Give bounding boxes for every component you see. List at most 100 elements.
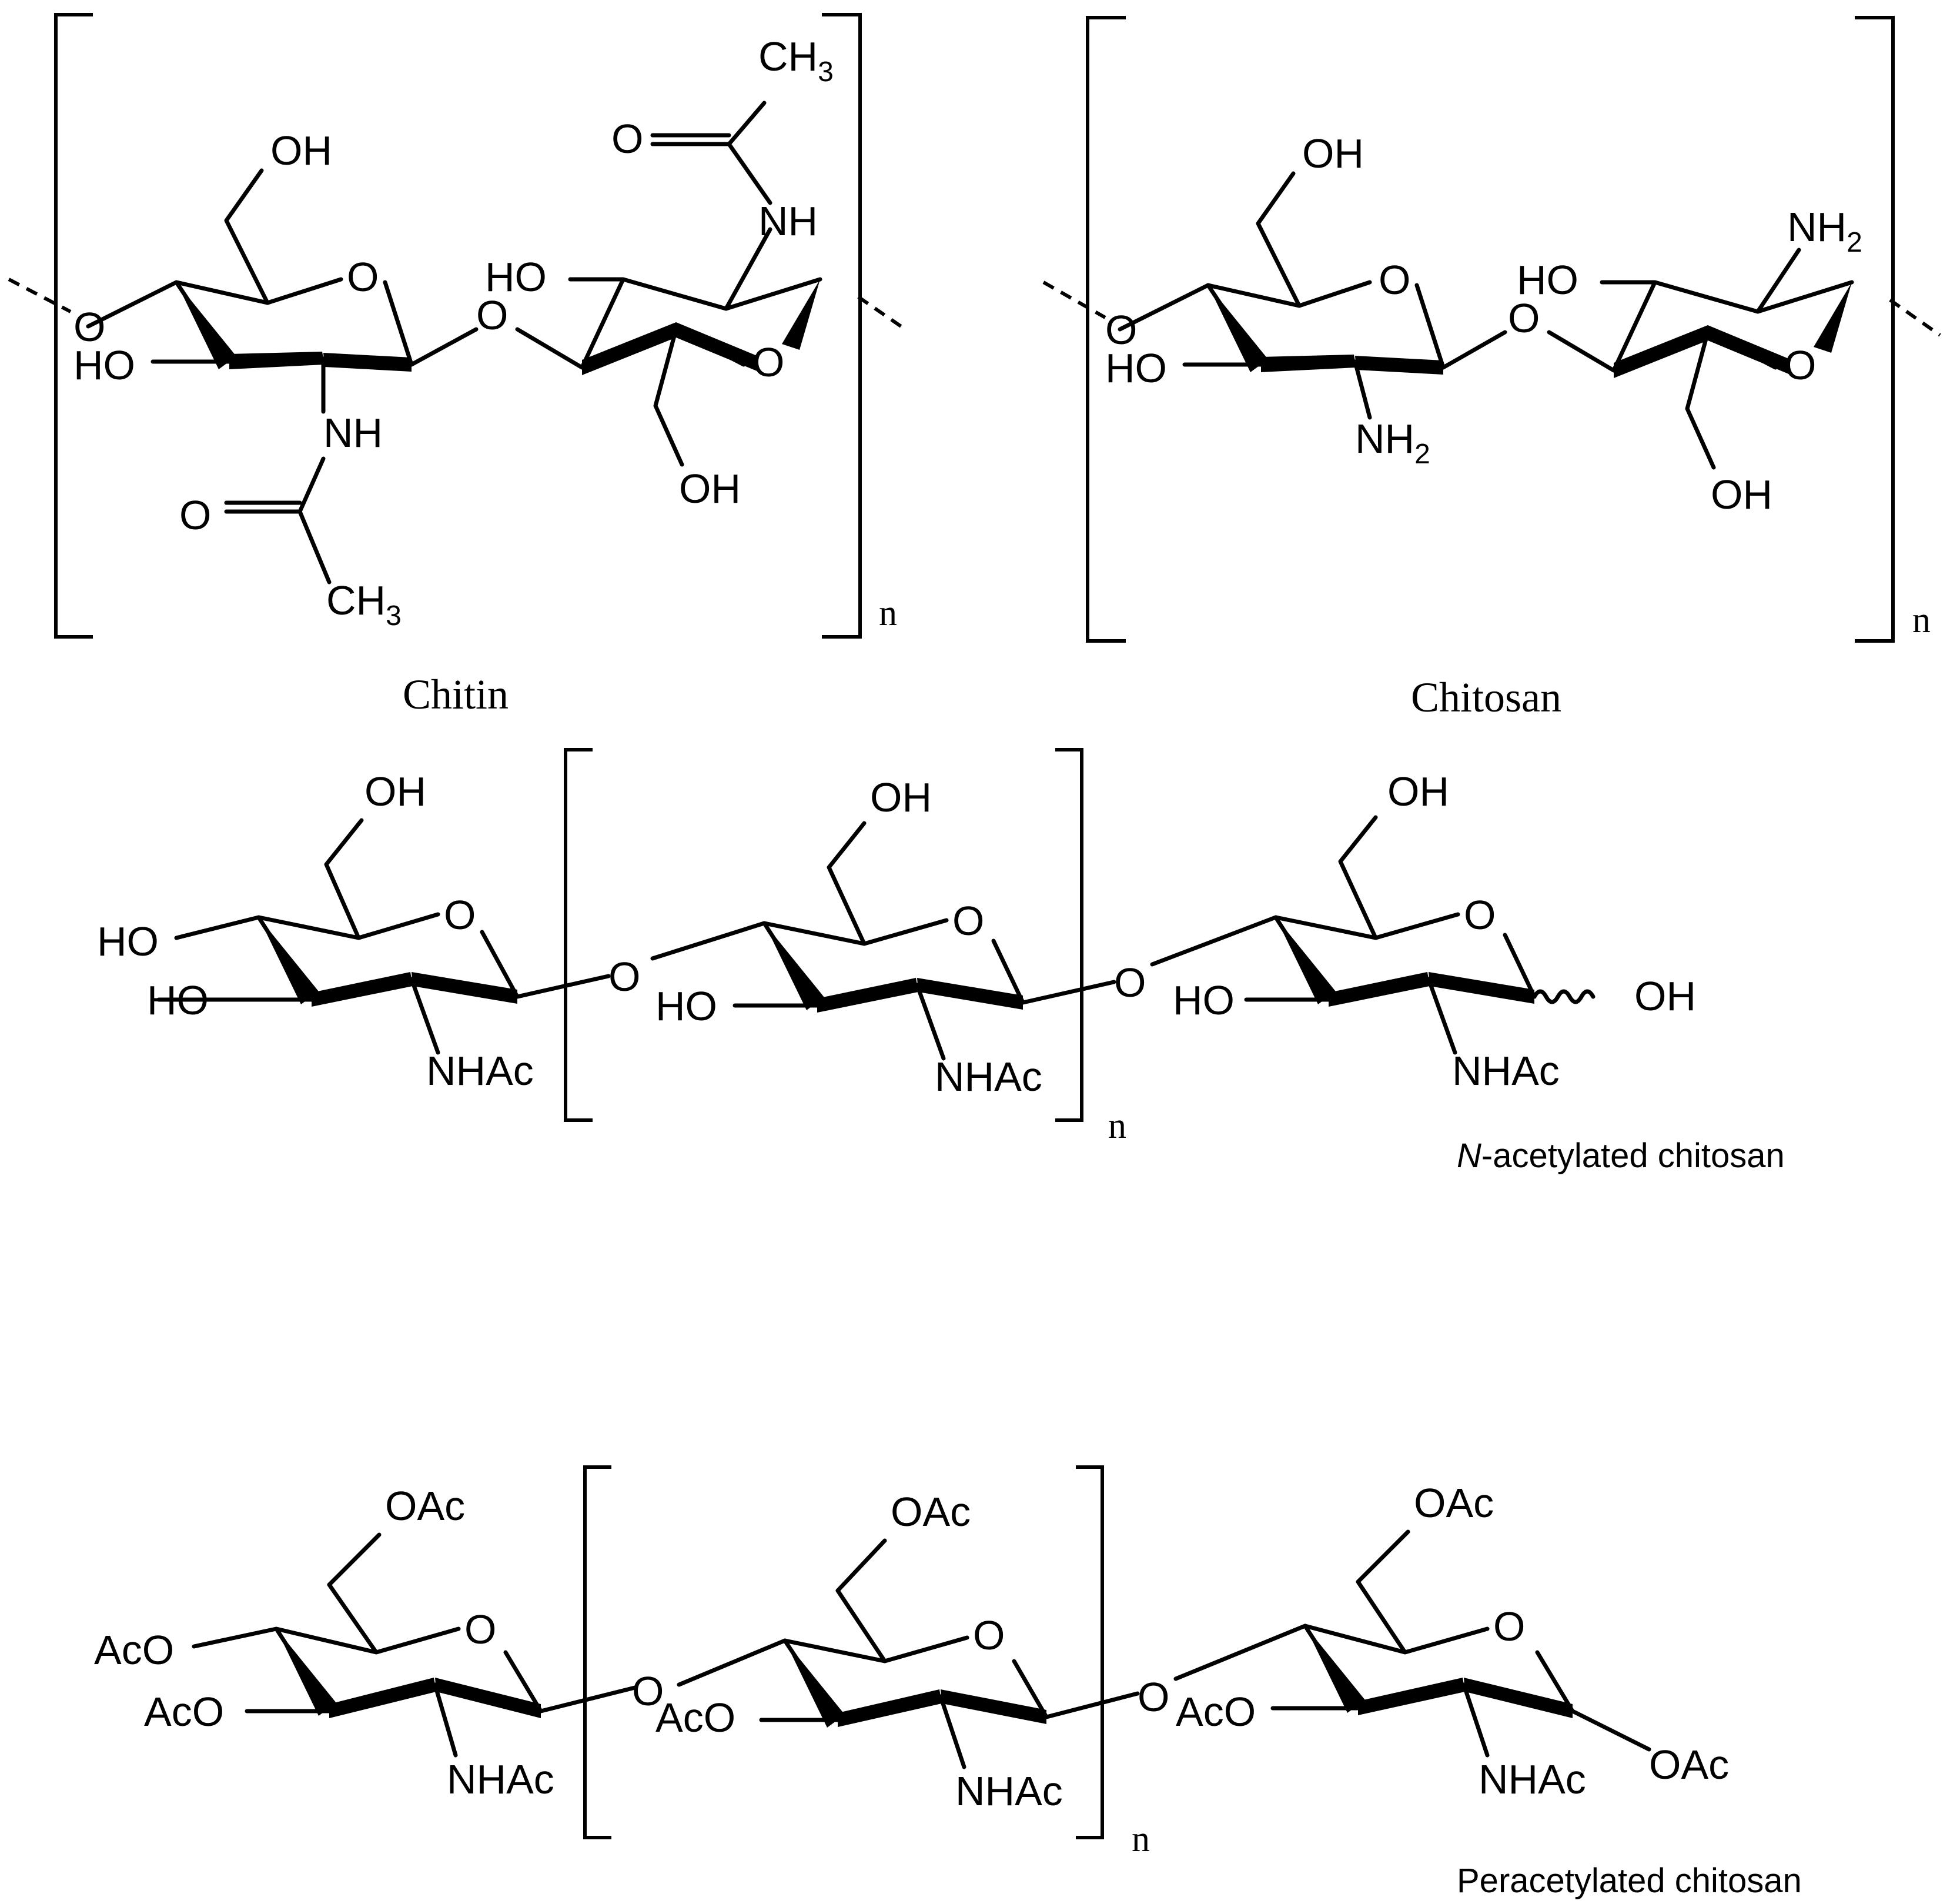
wedge-bond [435,1678,541,1718]
ring-oxygen: O [973,1612,1005,1658]
ring-oxygen: O [444,892,476,938]
ring-oxygen: O [1493,1604,1525,1649]
aco-label: AcO [94,1627,174,1673]
wedge-bond [582,322,676,375]
wedge-bond [412,972,517,1004]
repeat-bracket-left [564,748,593,1122]
chain-continuation [857,295,907,331]
chitin-structure: n OH O O HO NH O CH3 O HO O OH NH O CH3 … [8,13,907,718]
wedge-bond [1358,1678,1465,1715]
repeat-bracket-right [822,13,862,639]
wedge-bond [785,1641,845,1728]
wedge-bond [323,353,412,372]
nhac-label: NHAc [1479,1756,1586,1802]
glycosidic-oxygen: O [608,954,640,1000]
oh-label: OH [1711,472,1772,517]
ring-oxygen: O [1379,257,1410,303]
oh-label: OH [270,128,332,173]
oh-label: OH [364,769,426,814]
ho-label: HO [1173,977,1235,1023]
unit-bonds [650,821,1116,1061]
wedge-bond [1708,325,1790,375]
wedge-bond [817,978,918,1013]
nh2-label: NH2 [1355,416,1430,470]
unit-bonds [156,818,611,1055]
wedge-bond [1355,356,1443,375]
ring-oxygen: O [752,339,784,385]
wedge-bond [259,917,319,1004]
chitosan-structure: n OH O O HO NH2 O HO NH2 O OH Chitosan [1042,16,1941,721]
ring-oxygen: O [464,1606,496,1652]
glycosidic-oxygen: O [476,292,508,338]
oac-label: OAc [891,1489,971,1535]
glycosidic-oxygen: O [632,1668,664,1714]
peracetylated-structure: n OAc O AcO AcO NHAc O OAc O AcO NHAc O … [94,1465,1802,1900]
repeat-bracket-right [1855,16,1895,643]
repeat-bracket-left [583,1465,611,1839]
ho-label: HO [655,983,717,1029]
caption-peracetylated: Peracetylated chitosan [1457,1862,1802,1900]
unit-bonds [677,1538,1140,1769]
ho-label: HO [1105,345,1167,391]
oh-label: OH [1634,973,1696,1019]
methyl-label: CH3 [326,577,402,632]
oh-label: OH [1302,131,1364,176]
repeat-bracket-right [1076,1465,1104,1839]
nhac-label: NHAc [935,1054,1042,1100]
repeat-index: n [1912,600,1931,640]
wedge-bond [764,923,824,1010]
unit-bonds [192,1532,637,1758]
aco-label: AcO [144,1689,224,1735]
wedge-bond [676,322,758,372]
wedge-bond [1814,282,1852,353]
wedge-bond [229,352,325,369]
substituent-bonds [150,168,479,414]
oac-label: OAc [385,1483,465,1529]
caption-chitin: Chitin [403,671,509,718]
repeat-index: n [1108,1106,1126,1146]
wedge-bond [917,978,1023,1010]
oh-label: OH [870,774,932,820]
ho-label: HO [97,918,159,964]
wedge-bond [276,1629,336,1716]
wedge-bond [1276,917,1336,1004]
oac-label: OAc [1414,1480,1494,1526]
repeat-bracket-left [1086,16,1126,643]
repeat-index: n [879,593,897,633]
nhac-label: NHAc [447,1756,554,1802]
nh-label: NH [323,410,383,456]
acetamide-bonds [224,456,332,584]
nhac-label: NHAc [426,1048,534,1094]
chain-continuation [8,278,72,313]
wedge-bond [1429,972,1534,1004]
ring-bonds [1118,171,1507,420]
ho-label: HO [1517,257,1578,303]
aco-label: AcO [655,1695,735,1741]
chain-continuation [1042,280,1106,319]
ring-oxygen: O [1464,892,1496,938]
ring-oxygen: O [347,254,379,300]
ring2-bonds [515,101,822,467]
wedge-bond [1208,285,1268,372]
glycosidic-oxygen: O [1508,295,1540,341]
nhac-label: NHAc [1452,1048,1560,1094]
carbonyl-oxygen: O [611,116,643,162]
methyl-label: CH3 [758,34,834,88]
caption-n-acetylated: N-acetylated chitosan [1457,1137,1785,1175]
nh2-label: NH2 [1787,204,1862,258]
wavy-bond [1532,989,1596,1004]
n-acetylated-structure: n OH O HO HO NHAc O OH O HO NHAc O OH O … [97,748,1785,1175]
ho-label: HO [73,342,135,388]
chain-continuation [1889,298,1941,337]
wedge-bond [1464,1678,1573,1718]
glycosidic-oxygen: O [1138,1674,1169,1720]
nh-label: NH [758,198,818,244]
wedge-bond [1261,355,1356,372]
oxygen-label: O [73,304,105,350]
oh-label: OH [1387,769,1449,814]
wedge-bond [1305,1626,1365,1713]
wedge-bond [1329,972,1430,1007]
wedge-bond [782,279,820,350]
wedge-bond [312,972,413,1007]
